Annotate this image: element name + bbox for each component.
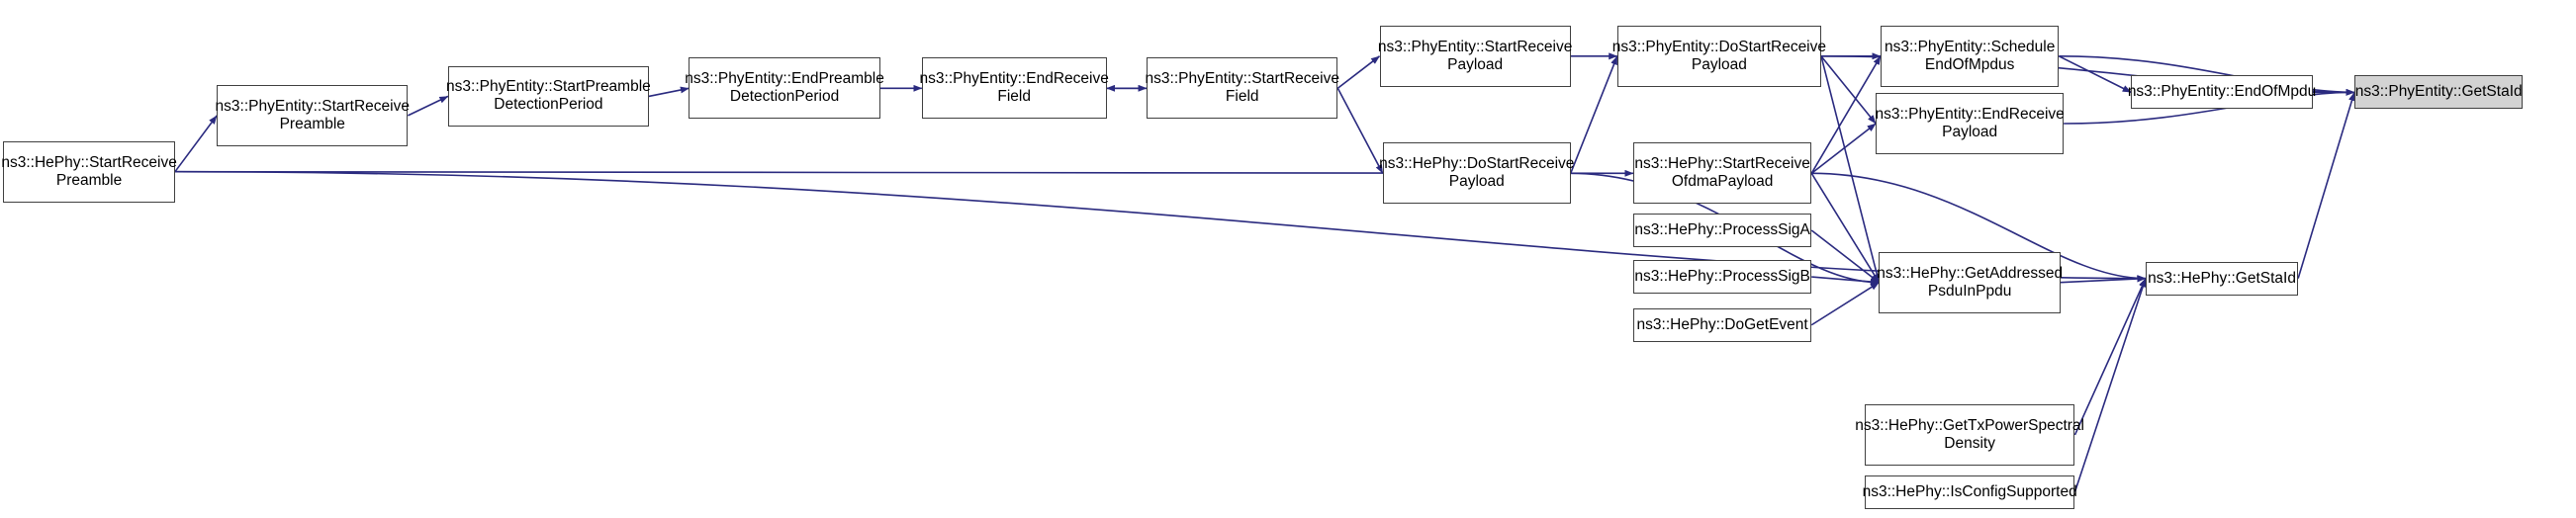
graph-node-phyentity-scheduleendofmpdus[interactable]: ns3::PhyEntity::Schedule EndOfMpdus xyxy=(1881,25,2060,87)
graph-edge-hephy-startreceivepreamble--hephy-getstaid xyxy=(174,170,2147,283)
graph-edge-hephy-dostartreceivepayload--phyentity-dostartreceivepayload xyxy=(1569,55,1618,174)
graph-node-phyentity-endreceivepayload[interactable]: ns3::PhyEntity::EndReceive Payload xyxy=(1876,93,2065,154)
graph-edge-hephy-dogetevent--hephy-getaddressedpsduinppdu xyxy=(1810,282,1880,326)
graph-edge-hephy-getaddressedpsduinppdu--hephy-getstaid xyxy=(2060,275,2147,284)
graph-edge-phyentity-scheduleendofmpdus--phyentity-endofmpdu xyxy=(2058,55,2132,94)
graph-node-phyentity-startpreambledetectionperiod[interactable]: ns3::PhyEntity::StartPreamble DetectionP… xyxy=(446,65,651,128)
graph-edge-phyentity-startreceivefield--hephy-dostartreceivepayload xyxy=(1336,87,1384,174)
graph-node-hephy-startreceiveofdmapayload[interactable]: ns3::HePhy::StartReceive OfdmaPayload xyxy=(1633,142,1812,205)
graph-edge-phyentity-dostartreceivepayload--hephy-getaddressedpsduinppdu xyxy=(1820,55,1881,284)
graph-edge-phyentity-dostartreceivepayload--phyentity-endreceivepayload xyxy=(1820,55,1877,125)
graph-node-phyentity-startreceivepreamble[interactable]: ns3::PhyEntity::StartReceive Preamble xyxy=(216,85,410,146)
graph-edge-hephy-startreceiveofdmapayload--phyentity-endreceivepayload xyxy=(1810,123,1877,174)
graph-node-phyentity-endpreambledetectionperiod[interactable]: ns3::PhyEntity::EndPreamble DetectionPer… xyxy=(685,57,884,120)
graph-node-phyentity-endreceivefield[interactable]: ns3::PhyEntity::EndReceive Field xyxy=(920,57,1109,120)
graph-edge-hephy-startreceivepreamble--phyentity-startreceivepreamble xyxy=(174,115,218,173)
graph-node-phyentity-startreceivepayload[interactable]: ns3::PhyEntity::StartReceive Payload xyxy=(1378,25,1572,87)
graph-node-hephy-getstaid[interactable]: ns3::HePhy::GetStaId xyxy=(2145,261,2299,296)
graph-node-hephy-getaddressedpsduinppdu[interactable]: ns3::HePhy::GetAddressed PsduInPpdu xyxy=(1877,251,2063,313)
graph-edge-hephy-processsiga--hephy-getaddressedpsduinppdu xyxy=(1810,229,1880,284)
graph-node-phyentity-endofmpdu[interactable]: ns3::PhyEntity::EndOfMpdu xyxy=(2128,75,2316,110)
graph-edge-hephy-gettxpowerspectraldensity--hephy-getstaid xyxy=(2073,278,2147,436)
graph-node-hephy-dogetevent[interactable]: ns3::HePhy::DoGetEvent xyxy=(1633,307,1812,342)
graph-edge-hephy-processsigb--hephy-getaddressedpsduinppdu xyxy=(1811,276,1880,286)
graph-node-hephy-processsigb[interactable]: ns3::HePhy::ProcessSigB xyxy=(1633,259,1812,295)
graph-node-phyentity-startreceivefield[interactable]: ns3::PhyEntity::StartReceive Field xyxy=(1146,57,1339,120)
graph-node-hephy-gettxpowerspectraldensity[interactable]: ns3::HePhy::GetTxPowerSpectral Density xyxy=(1855,404,2084,466)
graph-node-hephy-processsiga[interactable]: ns3::HePhy::ProcessSigA xyxy=(1633,213,1812,247)
graph-node-hephy-startreceivepreamble[interactable]: ns3::HePhy::StartReceive Preamble xyxy=(1,140,177,203)
graph-node-phyentity-getstaid[interactable]: ns3::PhyEntity::GetStaId xyxy=(2353,75,2524,110)
graph-edge-phyentity-startreceivepreamble--phyentity-startpreambledetectionperiod xyxy=(408,95,449,117)
graph-node-hephy-isconfigsupported[interactable]: ns3::HePhy::IsConfigSupported xyxy=(1863,475,2077,509)
graph-edge-hephy-isconfigsupported--hephy-getstaid xyxy=(2073,278,2147,492)
graph-edge-phyentity-startpreambledetectionperiod--phyentity-endpreambledetectionperiod xyxy=(648,86,690,98)
graph-node-hephy-dostartreceivepayload[interactable]: ns3::HePhy::DoStartReceive Payload xyxy=(1379,142,1574,205)
graph-edge-hephy-getstaid--phyentity-getstaid xyxy=(2297,91,2355,279)
graph-edge-phyentity-startreceivefield--phyentity-startreceivepayload xyxy=(1336,55,1381,89)
graph-edge-hephy-startreceiveofdmapayload--hephy-getaddressedpsduinppdu xyxy=(1810,172,1881,284)
graph-node-phyentity-dostartreceivepayload[interactable]: ns3::PhyEntity::DoStartReceive Payload xyxy=(1612,25,1826,87)
